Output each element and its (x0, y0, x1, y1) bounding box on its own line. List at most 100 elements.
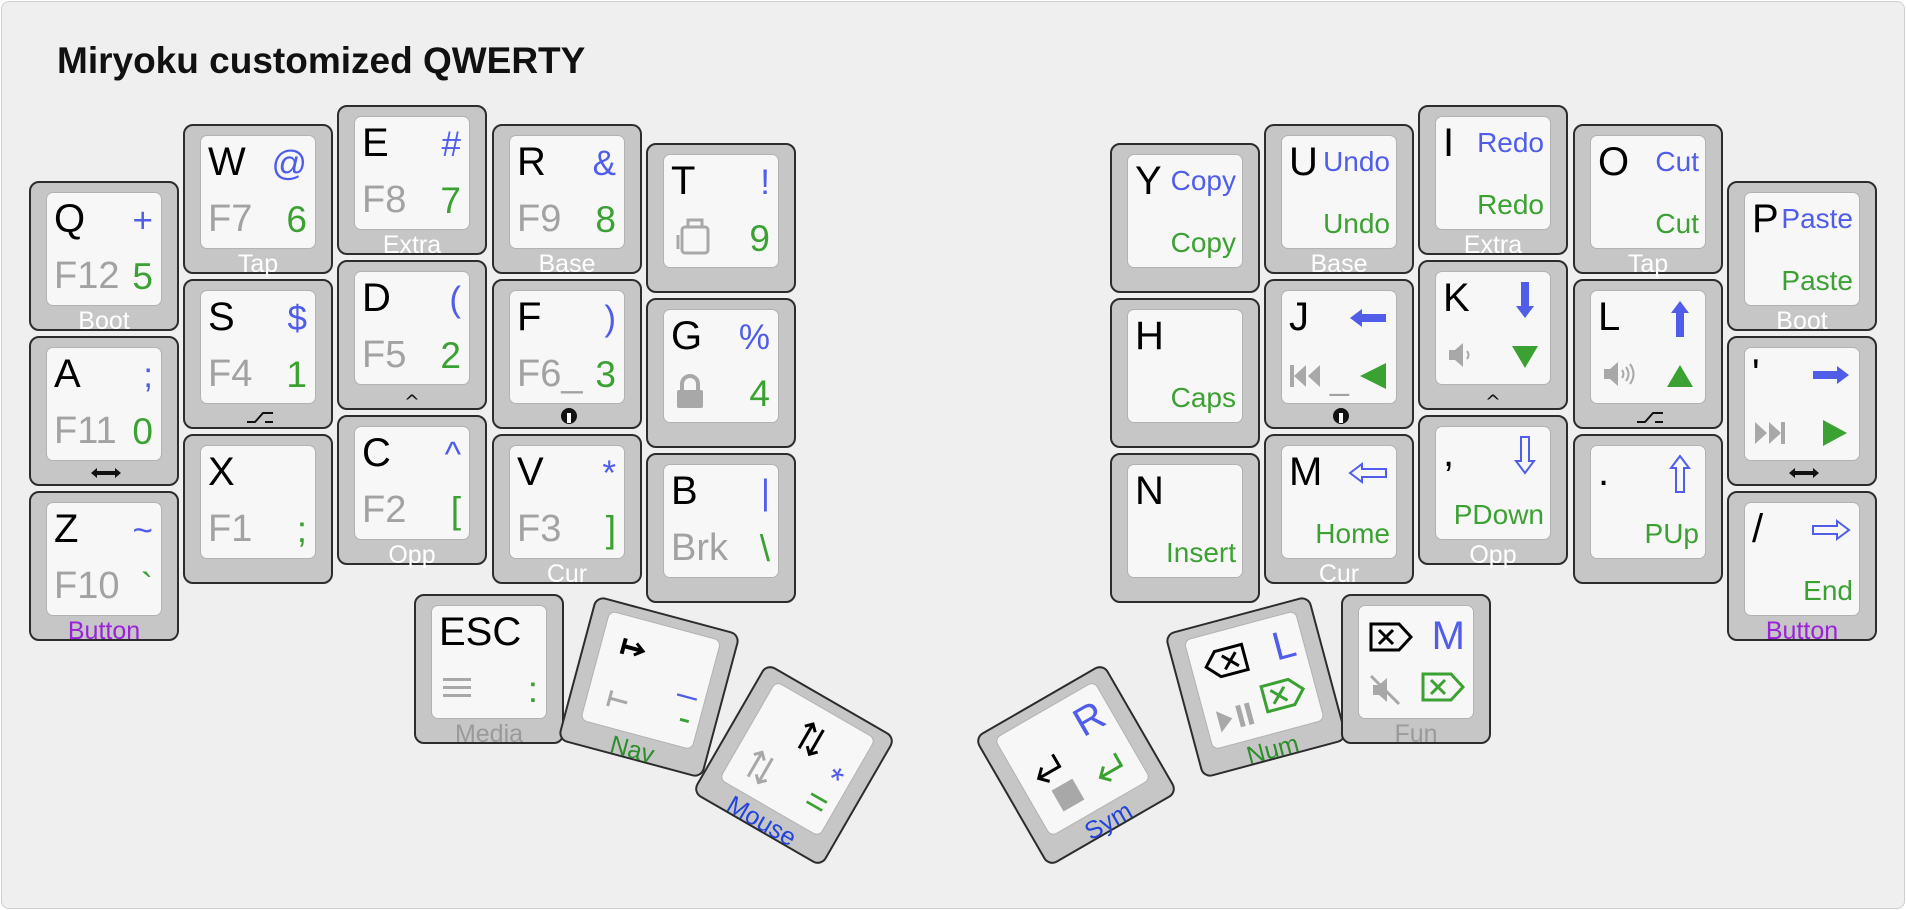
tab-icon-shifted (606, 690, 628, 707)
arrow-left-icon (1350, 309, 1386, 327)
key-n[interactable]: N Insert (1110, 453, 1260, 603)
key-num-label: 0 (132, 411, 153, 452)
keycap: A ; F11 0 (46, 347, 162, 461)
mute-icon (1369, 674, 1401, 706)
alt-indicator-icon (1637, 412, 1663, 423)
key-shift-label: ~ (132, 511, 153, 550)
key-tap-label: I (1443, 121, 1455, 165)
triangle-right-icon (1823, 420, 1847, 446)
key-k[interactable]: K ^ (1418, 260, 1568, 412)
keycap: L (1590, 290, 1706, 404)
key-tap-label: , (1443, 431, 1455, 475)
key-z[interactable]: Z ~ F10 ` Button (29, 491, 179, 645)
key-fun[interactable]: M Fun (1341, 594, 1491, 747)
key-tap-label: B (671, 469, 698, 513)
key-shift-label: $ (287, 299, 307, 338)
keycap: G % 4 (663, 309, 779, 423)
key-tap-label: J (1289, 295, 1309, 339)
key-tap-label: H (1135, 314, 1164, 358)
lock-icon (677, 374, 703, 408)
key-l[interactable]: L (1573, 279, 1723, 429)
key-tap-label: D (362, 276, 391, 320)
key-f[interactable]: F ) F6_ 3 (492, 279, 642, 429)
key-slash[interactable]: / End Button (1727, 491, 1877, 645)
key-tap-label: O (1598, 140, 1630, 184)
keycap: D ( F5 2 (354, 271, 470, 385)
keycap: . PUp (1590, 445, 1706, 559)
key-x[interactable]: X F1 ; (183, 434, 333, 584)
key-i[interactable]: I Redo Redo Extra (1418, 105, 1568, 258)
key-v[interactable]: V * F3 ] Cur (492, 434, 642, 587)
keycap: M Home (1281, 445, 1397, 559)
keycap: I Redo Redo (1435, 116, 1551, 230)
key-shift-label: ) (604, 299, 616, 338)
key-g[interactable]: G % 4 (646, 298, 796, 448)
keycap: _ - (580, 610, 722, 751)
key-esc[interactable]: ESC : Media (414, 594, 564, 747)
key-hold-label: Cur (1318, 560, 1360, 588)
key-q[interactable]: Q + F12 5 Boot (29, 181, 179, 334)
key-tap-label: R (517, 140, 546, 184)
key-c[interactable]: C ^ F2 [ Opp (337, 415, 487, 568)
key-num-label: 4 (749, 373, 770, 414)
key-shift-label: Paste (1781, 203, 1853, 234)
key-tap-label: C (362, 431, 391, 475)
paste-icon (676, 218, 710, 255)
key-nav[interactable]: _ - Nav (557, 595, 741, 779)
key-hold-label: Tap (237, 250, 279, 278)
key-fn-label: F9 (517, 198, 562, 240)
key-shift-label: # (441, 125, 461, 164)
key-num[interactable]: L Num (1164, 595, 1348, 779)
key-s[interactable]: S $ F4 1 (183, 279, 333, 429)
key-period[interactable]: . PUp (1573, 434, 1723, 584)
keycap: V * F3 ] (509, 445, 625, 559)
key-shift-label: & (592, 144, 616, 183)
keycap: * = (718, 680, 877, 838)
key-fn-label: F5 (362, 334, 407, 376)
key-shift-label: | (760, 473, 770, 512)
key-shift-label: @ (271, 144, 307, 183)
key-a[interactable]: A ; F11 0 (29, 336, 179, 486)
key-mouse[interactable]: * = Mouse (691, 662, 897, 868)
key-num-label: Caps (1170, 382, 1236, 413)
key-shift-label: ; (143, 356, 153, 395)
stop-icon (1051, 778, 1085, 812)
key-p[interactable]: P Paste Paste Boot (1727, 181, 1877, 334)
key-b[interactable]: B | Brk \ (646, 453, 796, 603)
key-m[interactable]: M Home Cur (1264, 434, 1414, 588)
key-num-label: 1 (286, 354, 307, 395)
keycap: C ^ F2 [ (354, 426, 470, 540)
key-t[interactable]: T ! 9 (646, 143, 796, 293)
key-hold-label: Button (67, 617, 141, 645)
keycap: L (1183, 610, 1325, 751)
backspace-icon (1204, 642, 1251, 679)
key-y[interactable]: Y Copy Copy (1110, 143, 1260, 293)
key-e[interactable]: E # F8 7 Extra (337, 105, 487, 258)
key-u[interactable]: U Undo Undo Base (1264, 124, 1414, 277)
key-num-label: : (527, 669, 538, 710)
key-num-label: 6 (286, 199, 307, 240)
key-shift-label: Undo (1323, 146, 1390, 177)
key-tap-label: E (362, 121, 389, 165)
key-r[interactable]: R & F9 8 Base (492, 124, 642, 277)
key-comma[interactable]: , PDown Opp (1418, 415, 1568, 568)
key-quote[interactable]: ' (1727, 336, 1877, 486)
key-tap-label: U (1289, 140, 1318, 184)
key-h[interactable]: H Caps (1110, 298, 1260, 448)
key-hold-label: Button (1765, 617, 1839, 645)
key-fn-label: F3 (517, 508, 562, 550)
key-o[interactable]: O Cut Cut Tap (1573, 124, 1723, 277)
key-w[interactable]: W @ F7 6 Tap (183, 124, 333, 278)
key-d[interactable]: D ( F5 2 ^ (337, 260, 487, 412)
key-shift-label: + (132, 201, 153, 240)
key-tap-label: L (1598, 295, 1621, 339)
key-shift-label: Cut (1655, 146, 1699, 177)
key-tap-label: A (54, 352, 81, 396)
key-tap-label: Y (1135, 159, 1162, 203)
keycap: R & F9 8 (509, 135, 625, 249)
keymap-title: Miryoku customized QWERTY (57, 40, 586, 81)
key-sym[interactable]: R Sym (973, 662, 1179, 868)
key-j[interactable]: J _ (1264, 279, 1414, 429)
swap-icon-shifted (746, 750, 774, 785)
keycap: / End (1744, 502, 1860, 616)
